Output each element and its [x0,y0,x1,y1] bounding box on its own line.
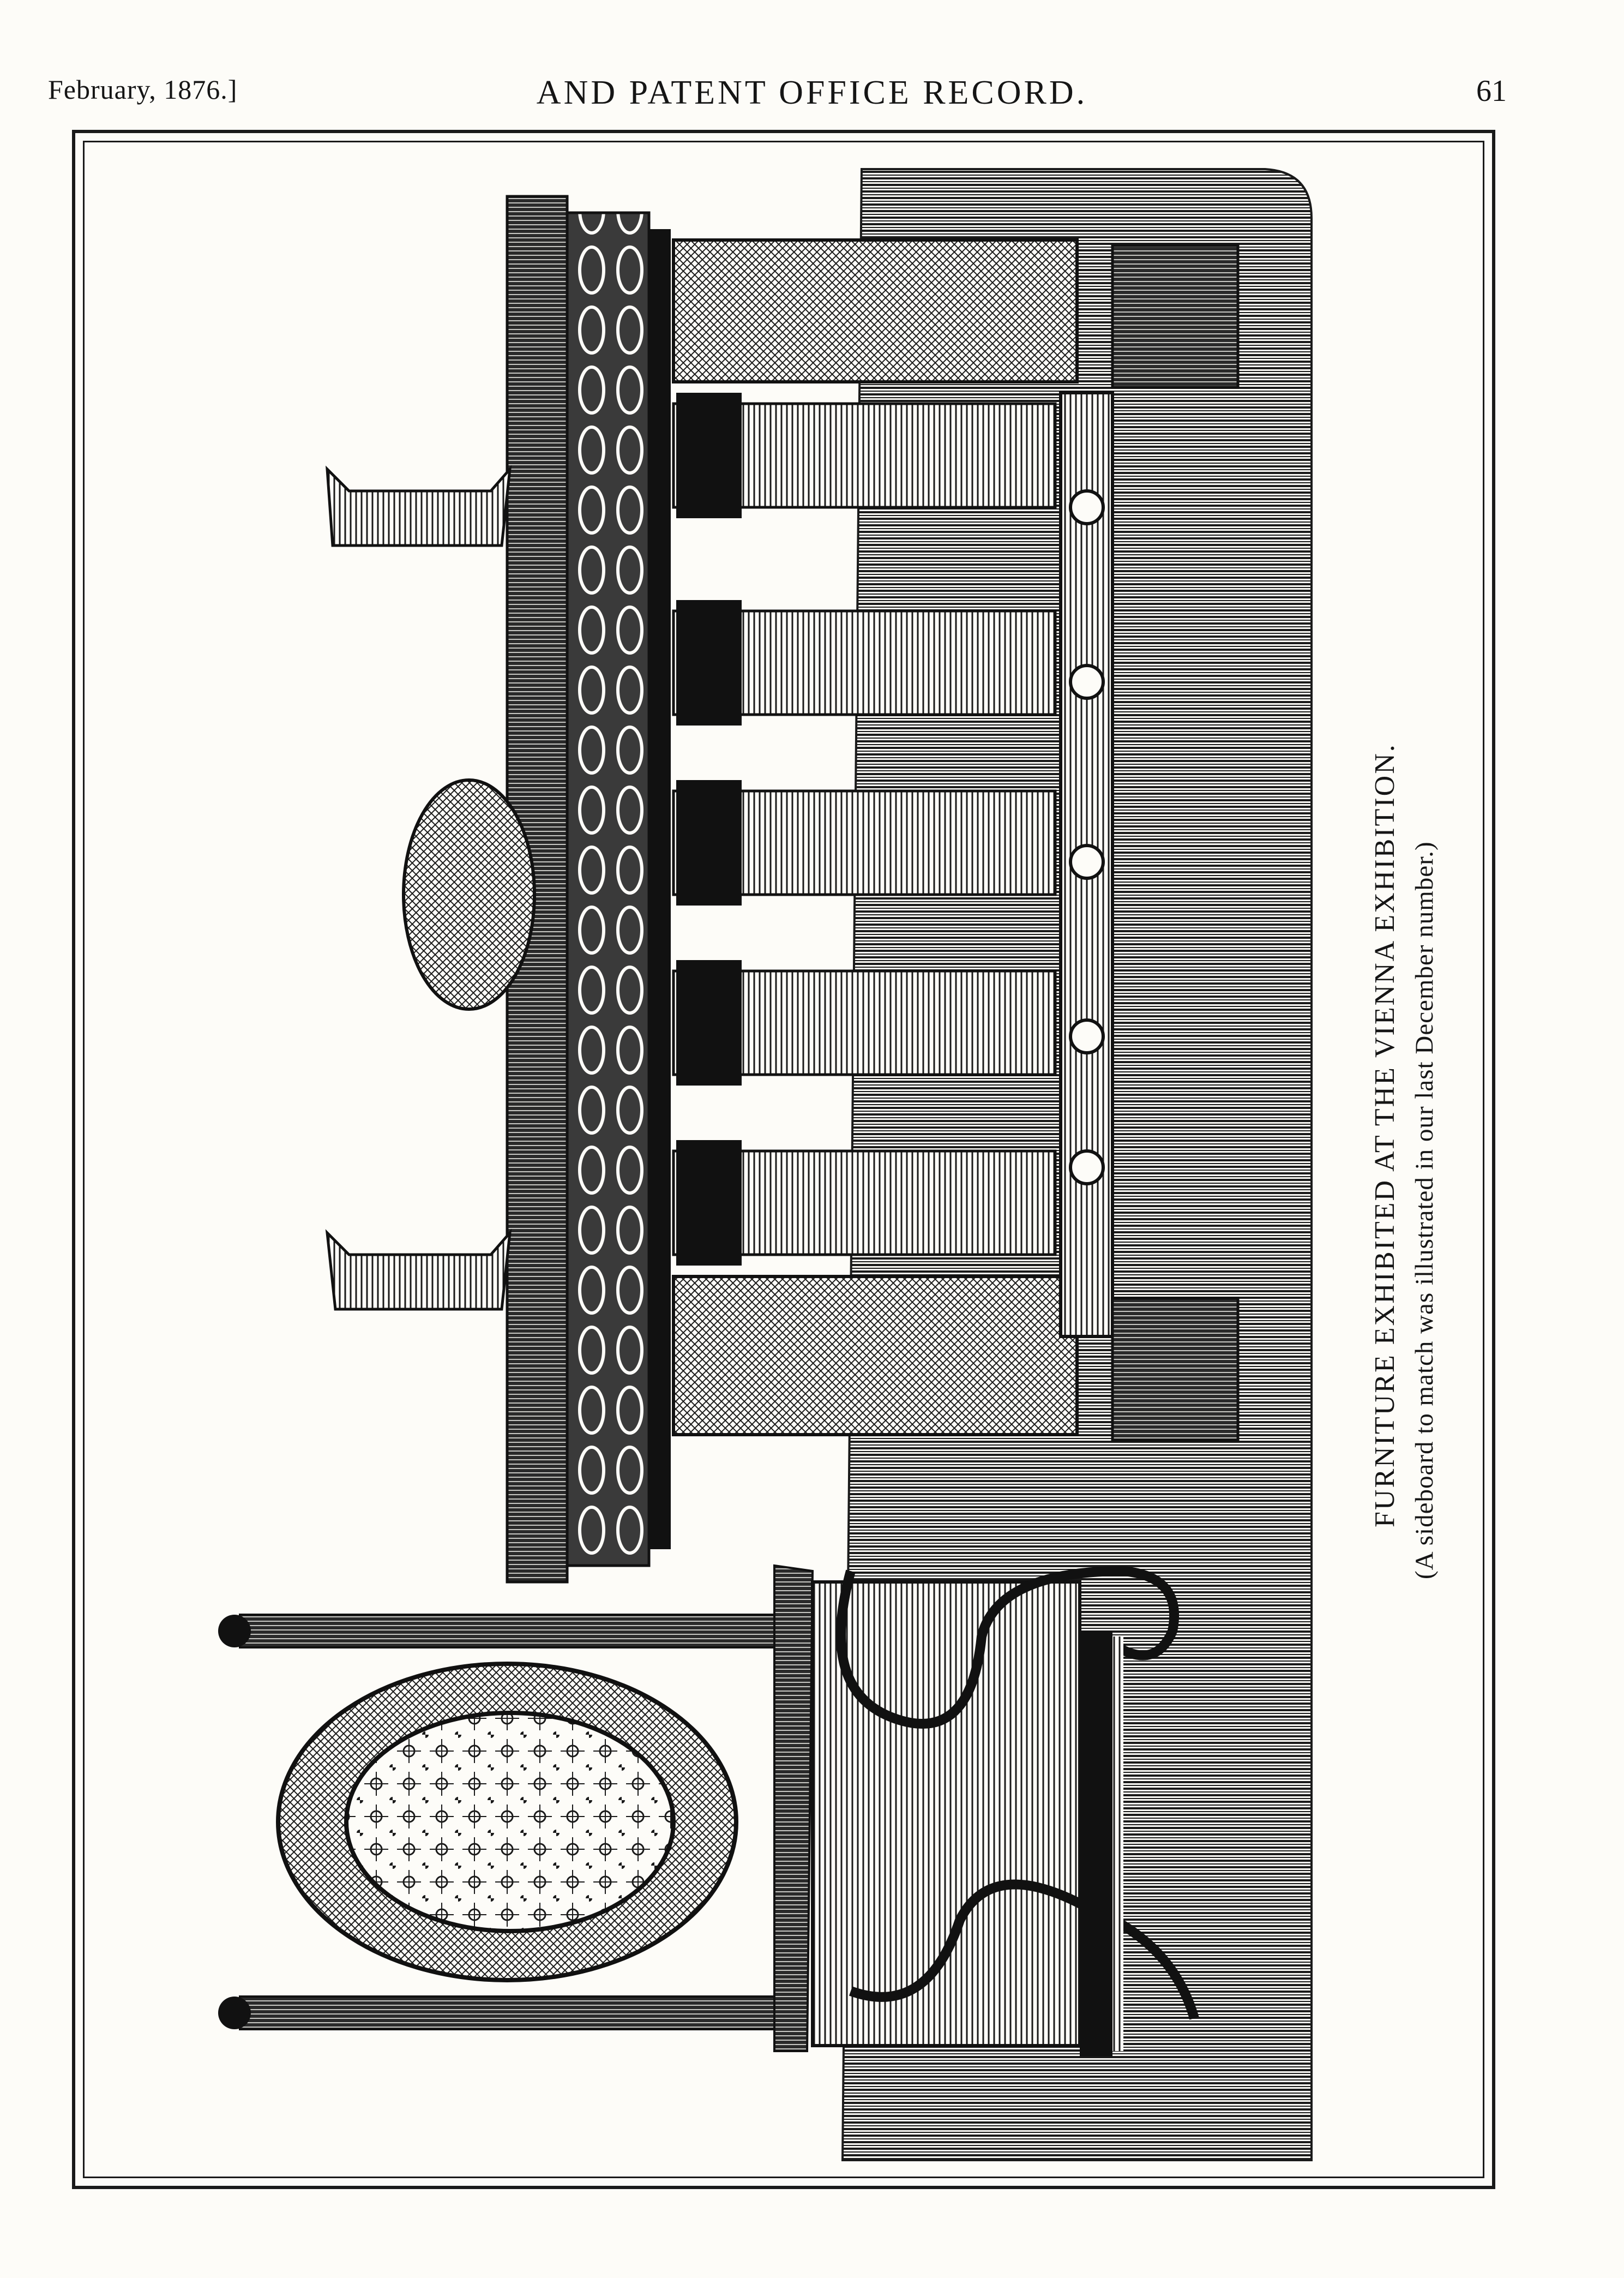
sideboard-engraving [325,195,1240,1584]
page-number: 61 [1476,74,1507,108]
issue-date: February, 1876.] [48,74,238,105]
running-head: February, 1876.] AND PATENT OFFICE RECOR… [0,74,1624,123]
chair-engraving [218,1564,1199,2057]
caption-title: FURNITURE EXHIBITED AT THE VIENNA EXHIBI… [1369,743,1400,1527]
plate-frame [72,130,1495,2189]
plate-inner-border [83,141,1484,2178]
caption-subtitle: (A sideboard to match was illustrated in… [1410,841,1439,1579]
journal-title: AND PATENT OFFICE RECORD. [536,74,1088,111]
